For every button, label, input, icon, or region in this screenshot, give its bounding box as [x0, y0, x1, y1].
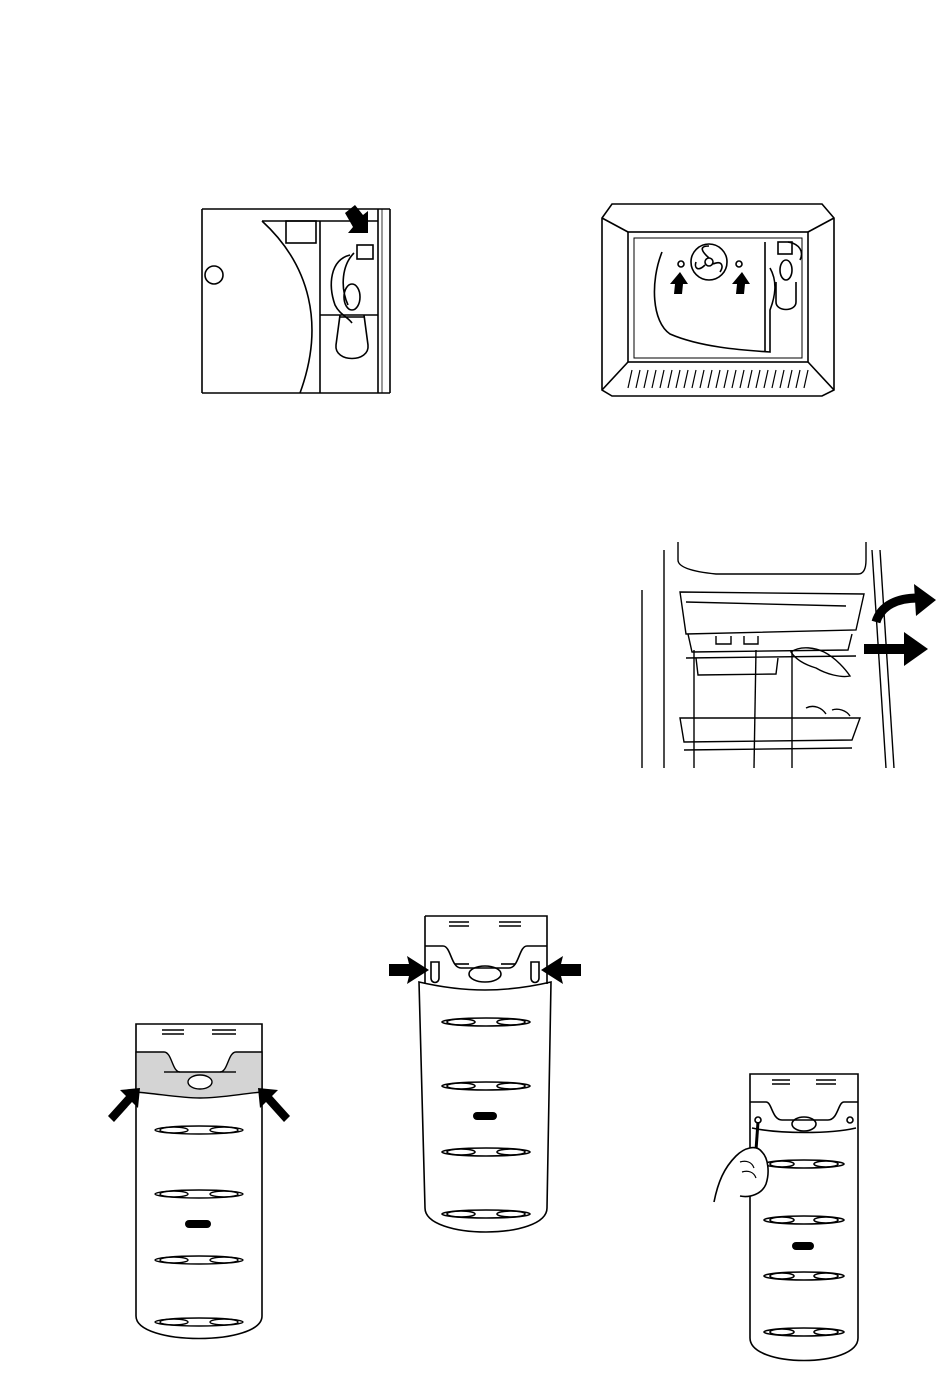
arrow-icon — [732, 272, 750, 294]
lamp-socket-figure — [200, 205, 395, 397]
arrow-icon — [389, 956, 429, 984]
cover-lift-out-figure — [385, 912, 585, 1242]
shelf-removal-figure — [636, 540, 940, 770]
cover-unscrew-figure — [710, 1072, 870, 1368]
arrow-icon — [108, 1088, 140, 1122]
arrow-icon — [670, 272, 688, 294]
cover-press-tabs-figure — [100, 1020, 300, 1342]
screwdriver-icon — [714, 1122, 768, 1202]
curved-arrow-icon — [876, 584, 936, 622]
fan-cover-screws-figure — [600, 202, 836, 398]
arrow-icon — [864, 632, 928, 666]
